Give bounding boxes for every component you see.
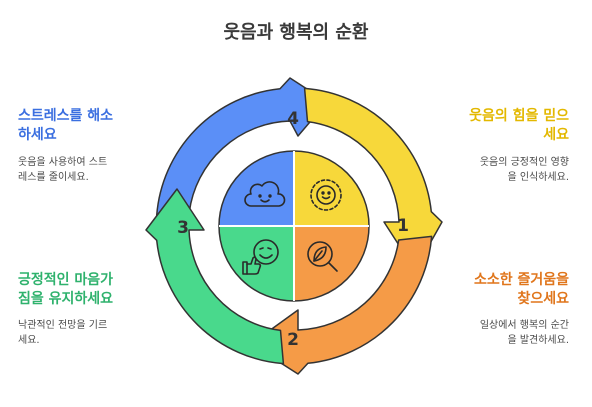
step-2-heading-line-1: 소소한 즐거움을 bbox=[473, 272, 569, 288]
step-1-description-line-2: 을 인식하세요. bbox=[507, 172, 569, 183]
step-3-number: 3 bbox=[177, 218, 189, 238]
step-3-heading: 긍정적인 마음가 짐을 유지하세요 bbox=[18, 271, 146, 309]
quadrant-top-left bbox=[219, 151, 294, 226]
smiling-face-thumbs-up-icon bbox=[242, 239, 279, 275]
step-4-description: 웃음을 사용하여 스트 레스를 줄이세요. bbox=[18, 155, 146, 185]
search-leaf-icon bbox=[307, 241, 338, 272]
step-2-heading-line-2: 찾으세요 bbox=[517, 291, 569, 307]
step-3-description-line-2: 세요. bbox=[18, 335, 40, 346]
step-1-heading-line-1: 웃음의 힘을 믿으 bbox=[469, 108, 569, 124]
quadrant-bottom-right bbox=[294, 226, 369, 301]
smiling-cloud-icon bbox=[244, 181, 286, 207]
step-2-number: 2 bbox=[287, 330, 299, 350]
step-1-description-line-1: 웃음의 긍정적인 영향 bbox=[479, 157, 569, 168]
step-4-description-line-2: 레스를 줄이세요. bbox=[18, 172, 89, 183]
step-3-description: 낙관적인 전망을 기르 세요. bbox=[18, 318, 146, 348]
step-2-description-line-1: 일상에서 행복의 순간 bbox=[479, 320, 569, 331]
quadrant-bottom-left bbox=[219, 226, 294, 301]
step-1-number: 1 bbox=[397, 216, 409, 236]
page-title: 웃음과 행복의 순환 bbox=[223, 22, 369, 43]
step-4-heading: 스트레스를 해소 하세요 bbox=[18, 107, 146, 145]
step-1-heading-line-2: 세요 bbox=[543, 127, 569, 143]
step-2-description-line-2: 을 발견하세요. bbox=[507, 335, 569, 346]
step-2-description: 일상에서 행복의 순간 을 발견하세요. bbox=[441, 318, 569, 348]
step-4-heading-line-2: 하세요 bbox=[18, 127, 57, 143]
step-1-heading: 웃음의 힘을 믿으 세요 bbox=[441, 107, 569, 145]
step-2-heading: 소소한 즐거움을 찾으세요 bbox=[441, 271, 569, 309]
step-1-description: 웃음의 긍정적인 영향 을 인식하세요. bbox=[441, 155, 569, 185]
step-4-heading-line-1: 스트레스를 해소 bbox=[18, 108, 114, 124]
step-3-heading-line-2: 짐을 유지하세요 bbox=[18, 291, 114, 307]
arrow-segment-3 bbox=[145, 188, 285, 365]
step-4-number: 4 bbox=[287, 109, 299, 129]
step-4-description-line-1: 웃음을 사용하여 스트 bbox=[18, 157, 108, 168]
step-3-description-line-1: 낙관적인 전망을 기르 bbox=[18, 320, 108, 331]
step-3-heading-line-1: 긍정적인 마음가 bbox=[18, 272, 114, 288]
quadrant-top-right bbox=[294, 151, 369, 226]
smiling-sun-icon bbox=[310, 179, 342, 211]
